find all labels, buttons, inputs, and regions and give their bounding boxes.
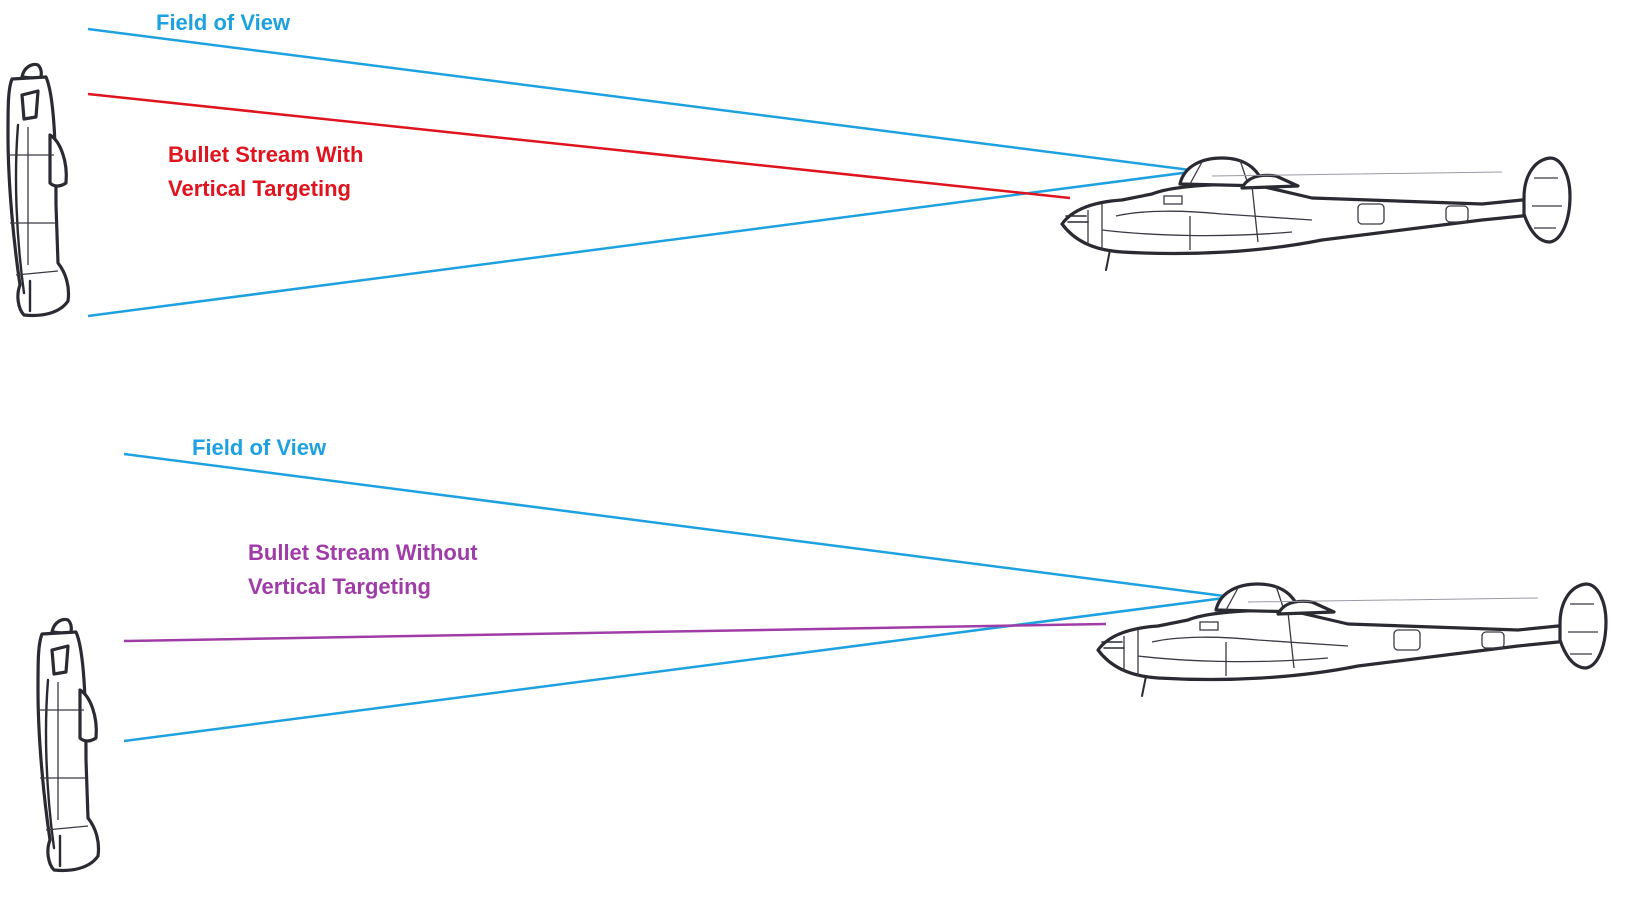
bullet-stream-without-targeting-line — [123, 622, 1107, 643]
bullet-stream-with-targeting-line — [87, 92, 1071, 200]
shooter-aircraft-top — [6, 62, 71, 318]
target-aircraft-top — [1060, 156, 1572, 272]
target-aircraft-bottom — [1096, 582, 1608, 698]
fov-label-bottom: Field of View — [192, 435, 327, 460]
fov-upper-line-top — [87, 27, 1199, 173]
bullet-label-top-line2: Vertical Targeting — [168, 176, 351, 201]
bullet-label-bottom-line1: Bullet Stream Without — [248, 540, 478, 565]
fov-lower-line-bottom — [123, 595, 1233, 743]
bottom-panel: Field of View Bullet Stream Without Vert… — [36, 435, 1608, 873]
bullet-label-top-line1: Bullet Stream With — [168, 142, 363, 167]
shooter-aircraft-bottom — [36, 617, 101, 873]
fov-upper-line-bottom — [123, 452, 1233, 599]
fov-lower-line-top — [87, 169, 1199, 318]
bullet-label-bottom-line2: Vertical Targeting — [248, 574, 431, 599]
fov-label-top: Field of View — [156, 10, 291, 35]
top-panel: Field of View Bullet Stream With Vertica… — [6, 10, 1572, 318]
